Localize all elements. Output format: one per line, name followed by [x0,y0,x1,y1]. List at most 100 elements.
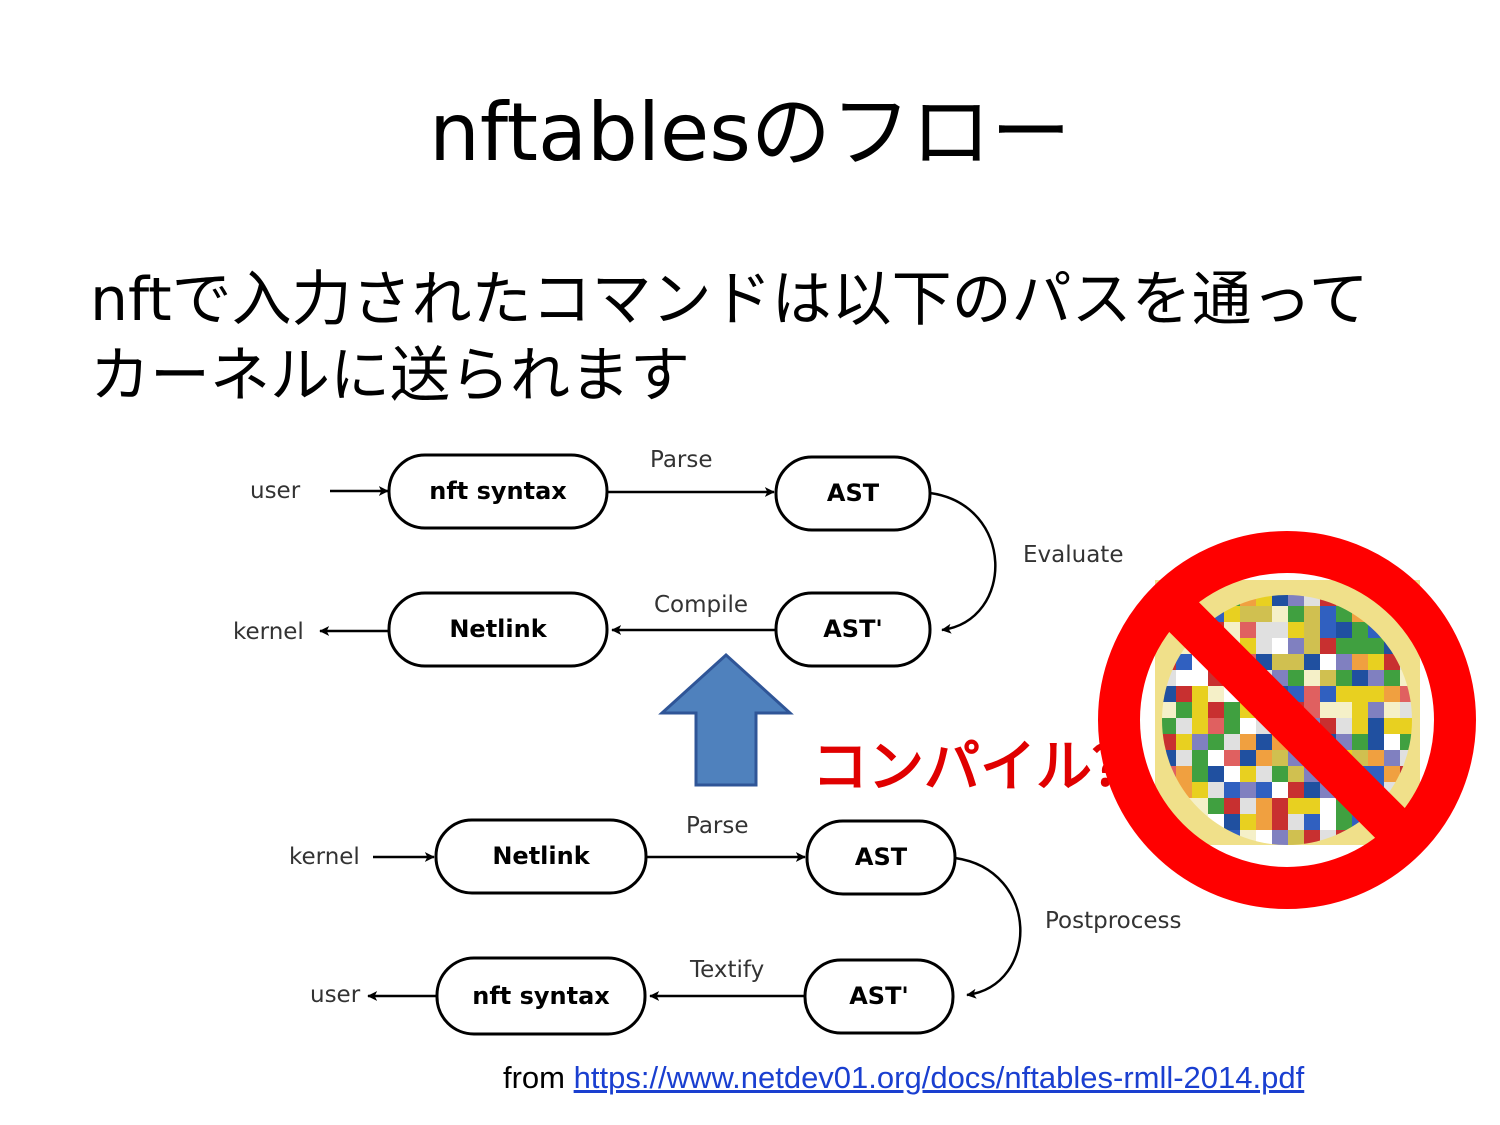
mosaic-tile [1320,654,1336,670]
mosaic-tile [1384,670,1400,686]
mosaic-tile [1256,814,1272,830]
mosaic-tile [1288,798,1304,814]
mosaic-tile [1336,654,1352,670]
mosaic-tile [1176,766,1192,782]
mosaic-tile [1224,782,1240,798]
mosaic-tile [1176,750,1192,766]
mosaic-tile [1368,702,1384,718]
mosaic-tile [1208,782,1224,798]
mosaic-tile [1336,670,1352,686]
mosaic-tile [1208,734,1224,750]
mosaic-tile [1368,670,1384,686]
mosaic-tile [1192,702,1208,718]
mosaic-tile [1304,798,1320,814]
mosaic-tile [1240,718,1256,734]
mosaic-tile [1192,734,1208,750]
mosaic-tile [1304,846,1320,862]
mosaic-tile [1352,734,1368,750]
mosaic-tile [1272,654,1288,670]
mosaic-tile [1368,750,1384,766]
mosaic-tile [1256,734,1272,750]
mosaic-tile [1208,750,1224,766]
mosaic-tile [1352,686,1368,702]
mosaic-tile [1176,702,1192,718]
mosaic-tile [1384,686,1400,702]
mosaic-tile [1256,622,1272,638]
mosaic-tile [1288,782,1304,798]
mosaic-tile [1224,750,1240,766]
mosaic-tile [1304,686,1320,702]
mosaic-tile [1192,766,1208,782]
mosaic-tile [1304,814,1320,830]
mosaic-tile [1336,814,1352,830]
mosaic-tile [1176,718,1192,734]
mosaic-tile [1352,638,1368,654]
mosaic-tile [1240,606,1256,622]
source-prefix: from [503,1060,574,1095]
mosaic-tile [1384,734,1400,750]
mosaic-tile [1288,622,1304,638]
mosaic-tile [1320,606,1336,622]
mosaic-tile [1368,718,1384,734]
mosaic-tile [1304,670,1320,686]
mosaic-tile [1224,734,1240,750]
mosaic-tile [1336,686,1352,702]
mosaic-tile [1288,606,1304,622]
mosaic-tile [1240,782,1256,798]
mosaic-tile [1320,686,1336,702]
mosaic-tile [1192,750,1208,766]
mosaic-tile [1192,670,1208,686]
mosaic-tile [1176,670,1192,686]
mosaic-tile [1288,766,1304,782]
mosaic-tile [1208,798,1224,814]
mosaic-tile [1208,686,1224,702]
mosaic-tile [1288,670,1304,686]
mosaic-tile [1256,798,1272,814]
mosaic-tile [1304,622,1320,638]
mosaic-tile [1256,750,1272,766]
mosaic-tile [1384,702,1400,718]
mosaic-tile [1224,798,1240,814]
mosaic-tile [1256,846,1272,862]
mosaic-tile [1352,654,1368,670]
mosaic-tile [1272,750,1288,766]
mosaic-tile [1240,798,1256,814]
mosaic-tile [1336,622,1352,638]
mosaic-tile [1320,702,1336,718]
mosaic-tile [1208,766,1224,782]
source-citation: from https://www.netdev01.org/docs/nftab… [503,1060,1304,1096]
mosaic-tile [1208,718,1224,734]
mosaic-tile [1240,750,1256,766]
source-link[interactable]: https://www.netdev01.org/docs/nftables-r… [574,1060,1305,1095]
mosaic-tile [1320,622,1336,638]
mosaic-tile [1352,622,1368,638]
mosaic-tile [1192,686,1208,702]
mosaic-tile [1272,638,1288,654]
mosaic-tile [1288,638,1304,654]
mosaic-tile [1352,718,1368,734]
mosaic-tile [1368,734,1384,750]
mosaic-tile [1272,766,1288,782]
mosaic-tile [1288,846,1304,862]
mosaic-tile [1240,622,1256,638]
mosaic-tile [1272,846,1288,862]
mosaic-tile [1320,670,1336,686]
mosaic-tile [1368,638,1384,654]
mosaic-tile [1352,670,1368,686]
mosaic-tile [1272,830,1288,846]
mosaic-tile [1256,606,1272,622]
mosaic-tile [1272,622,1288,638]
mosaic-tile [1176,734,1192,750]
mosaic-tile [1272,606,1288,622]
mosaic-tile [1224,718,1240,734]
mosaic-tile [1336,702,1352,718]
mosaic-tile [1384,718,1400,734]
mosaic-tile [1256,766,1272,782]
mosaic-tile [1240,766,1256,782]
mosaic-tile [1304,606,1320,622]
mosaic-tile [1304,638,1320,654]
mosaic-tile [1320,798,1336,814]
mosaic-tile [1384,750,1400,766]
mosaic-tile [1288,830,1304,846]
